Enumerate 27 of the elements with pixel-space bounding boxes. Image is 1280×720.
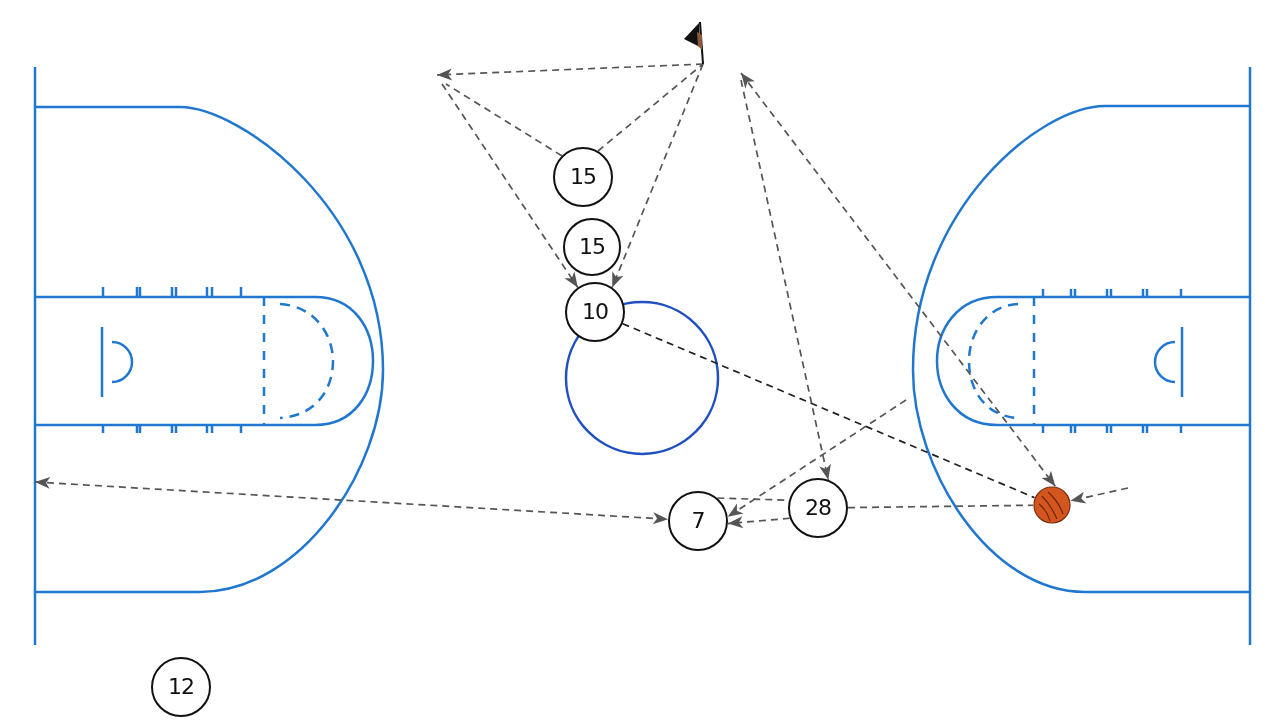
player-number: 28 xyxy=(805,497,831,519)
dashed-arrow xyxy=(436,63,704,81)
player-number: 15 xyxy=(570,166,596,188)
flag-icon xyxy=(683,20,707,66)
dashed-arrow xyxy=(441,83,579,289)
basketball-icon xyxy=(1033,486,1071,524)
dashed-line xyxy=(621,322,1036,499)
player-number: 15 xyxy=(579,236,605,258)
player-circle xyxy=(553,147,613,207)
player-number: 12 xyxy=(168,676,194,698)
player-circle xyxy=(788,478,848,538)
player-circle xyxy=(563,218,621,276)
dashed-arrow xyxy=(740,72,1057,488)
player-circle xyxy=(668,491,728,551)
player-number: 7 xyxy=(691,510,705,532)
dashed-line xyxy=(445,83,563,157)
dashed-line xyxy=(597,63,704,152)
dashed-arrow xyxy=(740,79,831,481)
player-circle xyxy=(565,282,625,342)
player-circle xyxy=(151,657,211,717)
dashed-arrow xyxy=(611,63,704,289)
dashed-arrow xyxy=(34,476,669,525)
dashed-arrow xyxy=(1069,487,1129,504)
player-number: 10 xyxy=(582,301,608,323)
dashed-arrow xyxy=(727,516,791,529)
dashed-arrow xyxy=(726,399,907,518)
dashed-line xyxy=(847,504,1034,509)
